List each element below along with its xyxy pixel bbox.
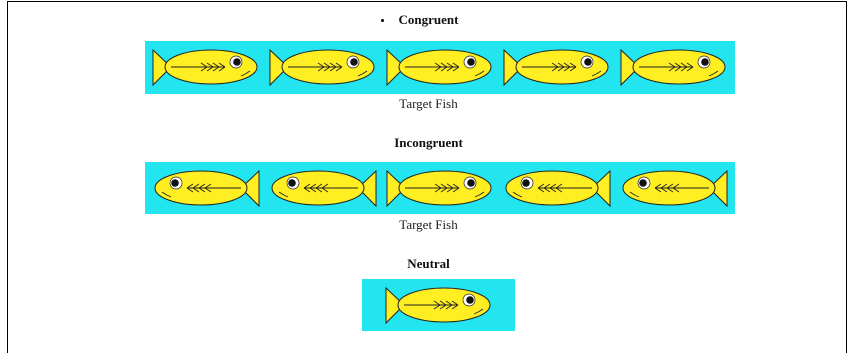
congruent-title: Congruent — [398, 12, 459, 27]
fish-right-icon — [382, 283, 496, 328]
fish-right-icon — [383, 166, 497, 211]
congruent-fish-strip — [145, 41, 735, 94]
neutral-fish-strip — [362, 279, 515, 331]
fish-left-icon — [617, 166, 731, 211]
fish-right-icon — [266, 45, 380, 90]
fish-right-icon — [500, 45, 614, 90]
incongruent-target-caption: Target Fish — [399, 217, 458, 232]
figure-frame — [7, 1, 847, 353]
fish-right-icon — [617, 45, 731, 90]
fish-right-icon — [149, 45, 263, 90]
incongruent-fish-strip — [145, 162, 735, 214]
fish-left-icon — [266, 166, 380, 211]
congruent-target-caption: Target Fish — [399, 96, 458, 111]
bullet-dot — [381, 19, 384, 22]
fish-right-icon — [383, 45, 497, 90]
incongruent-title: Incongruent — [394, 135, 463, 150]
fish-left-icon — [149, 166, 263, 211]
fish-left-icon — [500, 166, 614, 211]
neutral-title: Neutral — [407, 256, 450, 271]
